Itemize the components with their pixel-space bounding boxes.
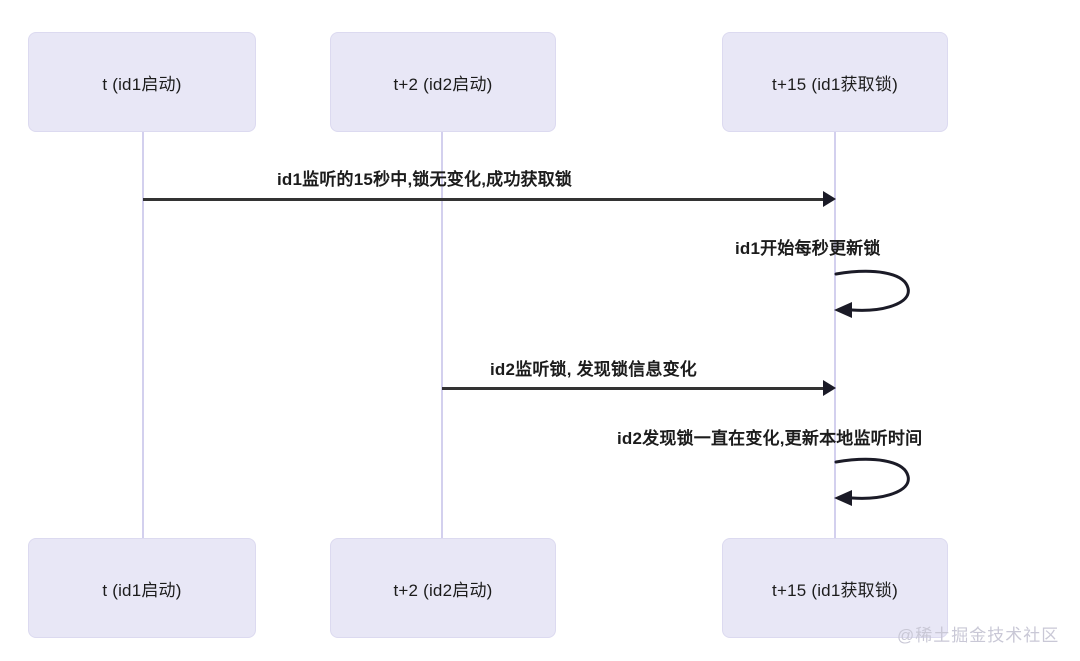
participant-box-top-3[interactable]: t+15 (id1获取锁) bbox=[722, 32, 948, 132]
self-loop-icon bbox=[834, 457, 910, 506]
watermark: @稀土掘金技术社区 bbox=[897, 626, 1060, 645]
arrowhead-icon-2 bbox=[823, 380, 836, 396]
message-arrow-line-1 bbox=[143, 198, 831, 201]
lifeline-2 bbox=[441, 132, 443, 538]
participant-box-bottom-2[interactable]: t+2 (id2启动) bbox=[330, 538, 556, 638]
self-loop-arrow-2 bbox=[826, 456, 926, 508]
lifeline-3 bbox=[834, 132, 836, 538]
self-loop-icon bbox=[834, 269, 910, 318]
lifeline-1 bbox=[142, 132, 144, 538]
participant-label: t+2 (id2启动) bbox=[393, 74, 493, 94]
participant-box-bottom-3[interactable]: t+15 (id1获取锁) bbox=[722, 538, 948, 638]
arrowhead-icon-1 bbox=[823, 191, 836, 207]
participant-box-top-2[interactable]: t+2 (id2启动) bbox=[330, 32, 556, 132]
self-loop-arrow-1 bbox=[826, 268, 926, 320]
message-label-3: id2监听锁, 发现锁信息变化 bbox=[490, 360, 698, 379]
message-arrow-line-2 bbox=[442, 387, 831, 390]
participant-label: t+15 (id1获取锁) bbox=[772, 580, 898, 600]
participant-label: t (id1启动) bbox=[102, 580, 182, 600]
participant-label: t+2 (id2启动) bbox=[393, 580, 493, 600]
participant-box-top-1[interactable]: t (id1启动) bbox=[28, 32, 256, 132]
message-label-2: id1开始每秒更新锁 bbox=[735, 239, 881, 258]
participant-label: t (id1启动) bbox=[102, 74, 182, 94]
message-label-1: id1监听的15秒中,锁无变化,成功获取锁 bbox=[277, 170, 573, 189]
participant-label: t+15 (id1获取锁) bbox=[772, 74, 898, 94]
participant-box-bottom-1[interactable]: t (id1启动) bbox=[28, 538, 256, 638]
message-label-4: id2发现锁一直在变化,更新本地监听时间 bbox=[617, 429, 923, 448]
